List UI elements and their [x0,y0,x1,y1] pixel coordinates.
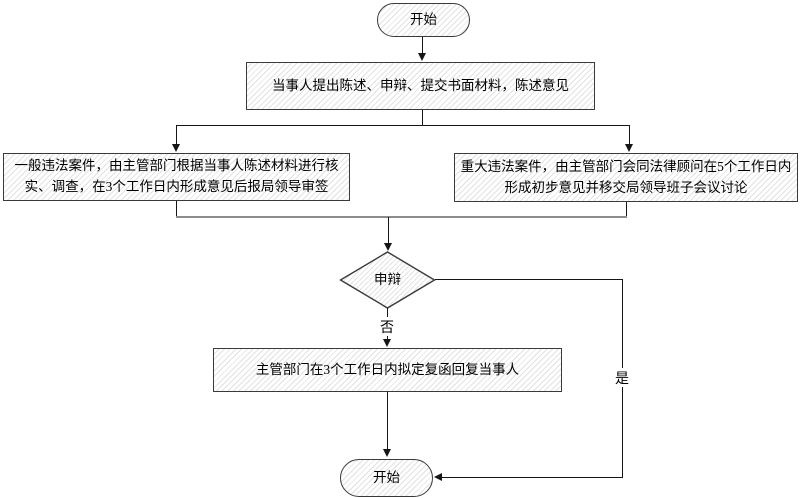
node-major-case: 重大违法案件，由主管部门会同法律顾问在5个工作日内形成初步意见并移交局领导班子会… [454,153,798,202]
connector-yes-top [435,278,623,280]
node-reply: 主管部门在3个工作日内拟定复函回复当事人 [213,348,562,392]
edge-label-yes: 是 [612,368,632,387]
node-appeal-decision-label: 申辩 [374,271,401,287]
arrowhead-major-icon [625,144,633,152]
arrowhead-reply-icon [383,339,391,347]
edge-label-no: 否 [377,317,397,336]
connector-to-decision [387,217,389,244]
connector-merge-bar [176,215,627,218]
arrowhead-end-left-icon [434,473,442,481]
connector-yes-bottom [440,476,622,478]
node-start-top: 开始 [377,3,470,37]
node-reply-label: 主管部门在3个工作日内拟定复函回复当事人 [255,361,520,377]
node-appeal-decision: 申辩 [339,251,436,309]
arrowhead-statement-icon [418,53,426,61]
arrowhead-end-icon [383,449,391,457]
connector-to-general [175,125,177,145]
node-general-case-label: 一般违法案件，由主管部门根据当事人陈述材料进行核实、调查，在3个工作日内形成意见… [14,158,339,194]
node-general-case: 一般违法案件，由主管部门根据当事人陈述材料进行核实、调查，在3个工作日内形成意见… [3,153,350,201]
node-end-bottom: 开始 [340,459,433,497]
connector-to-major [628,125,630,145]
node-start-top-label: 开始 [410,11,437,27]
connector-general-stub [175,201,177,216]
node-statement: 当事人提出陈述、申辩、提交书面材料，陈述意见 [246,62,595,110]
node-major-case-label: 重大违法案件，由主管部门会同法律顾问在5个工作日内形成初步意见并移交局领导班子会… [460,158,792,195]
node-statement-label: 当事人提出陈述、申辩、提交书面材料，陈述意见 [272,77,569,93]
connector-reply-to-end [386,392,388,450]
arrowhead-general-icon [172,144,180,152]
connector-start-to-statement [421,37,423,54]
connector-major-stub [625,202,627,216]
node-end-bottom-label: 开始 [373,469,400,485]
connector-statement-stub [421,110,423,126]
arrowhead-decision-icon [384,243,392,251]
connector-split-bar [176,124,630,126]
